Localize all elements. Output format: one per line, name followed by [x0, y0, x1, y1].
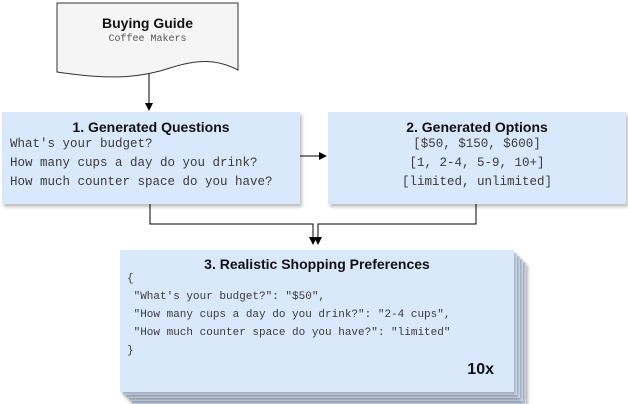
preferences-title: 3. Realistic Shopping Preferences	[204, 256, 430, 272]
preference-line: "How much counter space do you have?": "…	[127, 327, 451, 339]
question-item: How much counter space do you have?	[10, 175, 273, 189]
generated-questions-box: 1. Generated Questions What's your budge…	[2, 112, 300, 204]
buying-guide-title: Buying Guide	[102, 15, 193, 31]
generated-questions-title: 1. Generated Questions	[72, 119, 230, 135]
preference-line: {	[127, 273, 134, 285]
question-item: What's your budget?	[10, 137, 153, 151]
preferences-card: 3. Realistic Shopping Preferences { "Wha…	[120, 250, 514, 392]
arrow-options-to-preferences	[314, 204, 477, 245]
generated-options-box: 2. Generated Options [$50, $150, $600] […	[328, 112, 626, 204]
preference-card-layer-1	[120, 250, 514, 392]
arrow-questions-to-preferences	[149, 204, 317, 245]
option-item: [limited, unlimited]	[401, 175, 553, 189]
generated-options-title: 2. Generated Options	[406, 119, 548, 135]
option-item: [$50, $150, $600]	[413, 137, 541, 151]
preference-line: }	[127, 345, 134, 357]
buying-guide-subtitle: Coffee Makers	[108, 34, 187, 45]
preference-line: "What's your budget?": "$50",	[127, 291, 326, 303]
preference-line: "How many cups a day do you drink?": "2-…	[127, 309, 451, 321]
question-item: How many cups a day do you drink?	[10, 156, 258, 170]
multiplier-label: 10x	[467, 361, 494, 378]
buying-guide: Buying Guide Coffee Makers	[57, 3, 238, 63]
option-item: [1, 2-4, 5-9, 10+]	[409, 156, 545, 170]
